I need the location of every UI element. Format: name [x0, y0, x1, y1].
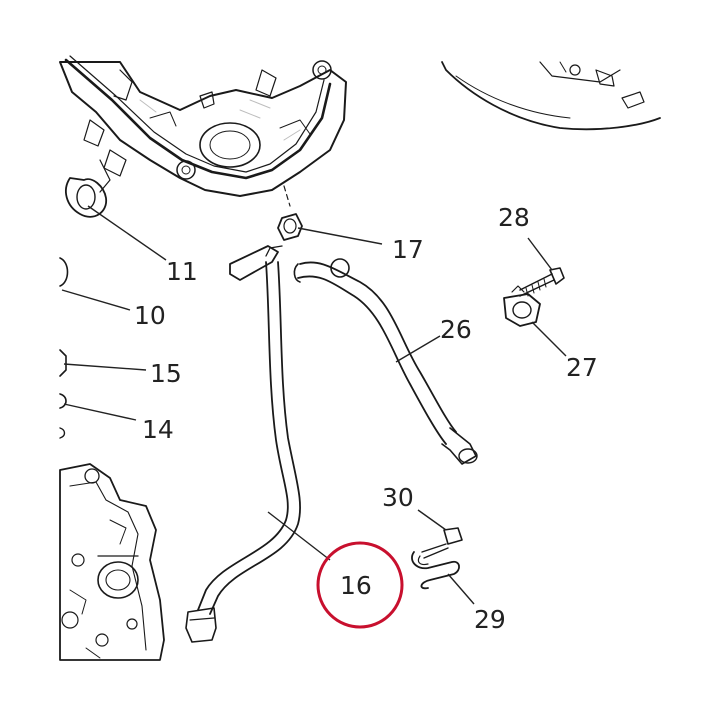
leader-28 — [527, 237, 553, 271]
part-17-grommet-drawing — [277, 213, 303, 241]
callout-label-11[interactable]: 11 — [166, 257, 198, 286]
leader-30 — [417, 509, 447, 531]
part-28-screw-drawing — [519, 267, 565, 297]
leader-29 — [447, 573, 475, 605]
leader-10 — [61, 289, 131, 311]
callout-label-26[interactable]: 26 — [440, 315, 472, 344]
left-edge-fasteners-drawing — [59, 257, 69, 439]
callout-label-14[interactable]: 14 — [142, 415, 174, 444]
part-11-grommet-drawing — [65, 177, 107, 218]
callout-label-28[interactable]: 28 — [498, 203, 530, 232]
part-27-clamp-drawing — [503, 285, 541, 327]
part-29-wire-clip-drawing — [411, 551, 460, 590]
callout-label-27[interactable]: 27 — [566, 353, 598, 382]
part-26-hose-drawing — [293, 258, 478, 465]
callout-labels: 11 10 15 14 17 26 28 27 30 29 16 — [134, 203, 598, 634]
callout-label-17[interactable]: 17 — [392, 235, 424, 264]
leader-27 — [531, 321, 567, 357]
housing-top-right-drawing — [441, 61, 661, 131]
leader-15 — [63, 363, 147, 371]
callout-label-15[interactable]: 15 — [150, 359, 182, 388]
part-16-dipstick-tube-drawing — [185, 245, 301, 643]
callout-label-10[interactable]: 10 — [134, 301, 166, 330]
part-30-bolt-drawing — [421, 527, 463, 559]
leader-14 — [63, 403, 137, 421]
callout-label-30[interactable]: 30 — [382, 483, 414, 512]
leader-26 — [395, 335, 441, 363]
leader-16 — [267, 511, 331, 561]
leader-11 — [87, 205, 167, 261]
leader-17 — [297, 227, 383, 245]
callout-label-16[interactable]: 16 — [340, 571, 372, 600]
leader-lines — [61, 205, 567, 605]
highlight-ring-16 — [316, 541, 404, 629]
crankcase-drawing — [59, 463, 165, 661]
engine-cover-drawing — [59, 55, 347, 207]
callout-label-29[interactable]: 29 — [474, 605, 506, 634]
